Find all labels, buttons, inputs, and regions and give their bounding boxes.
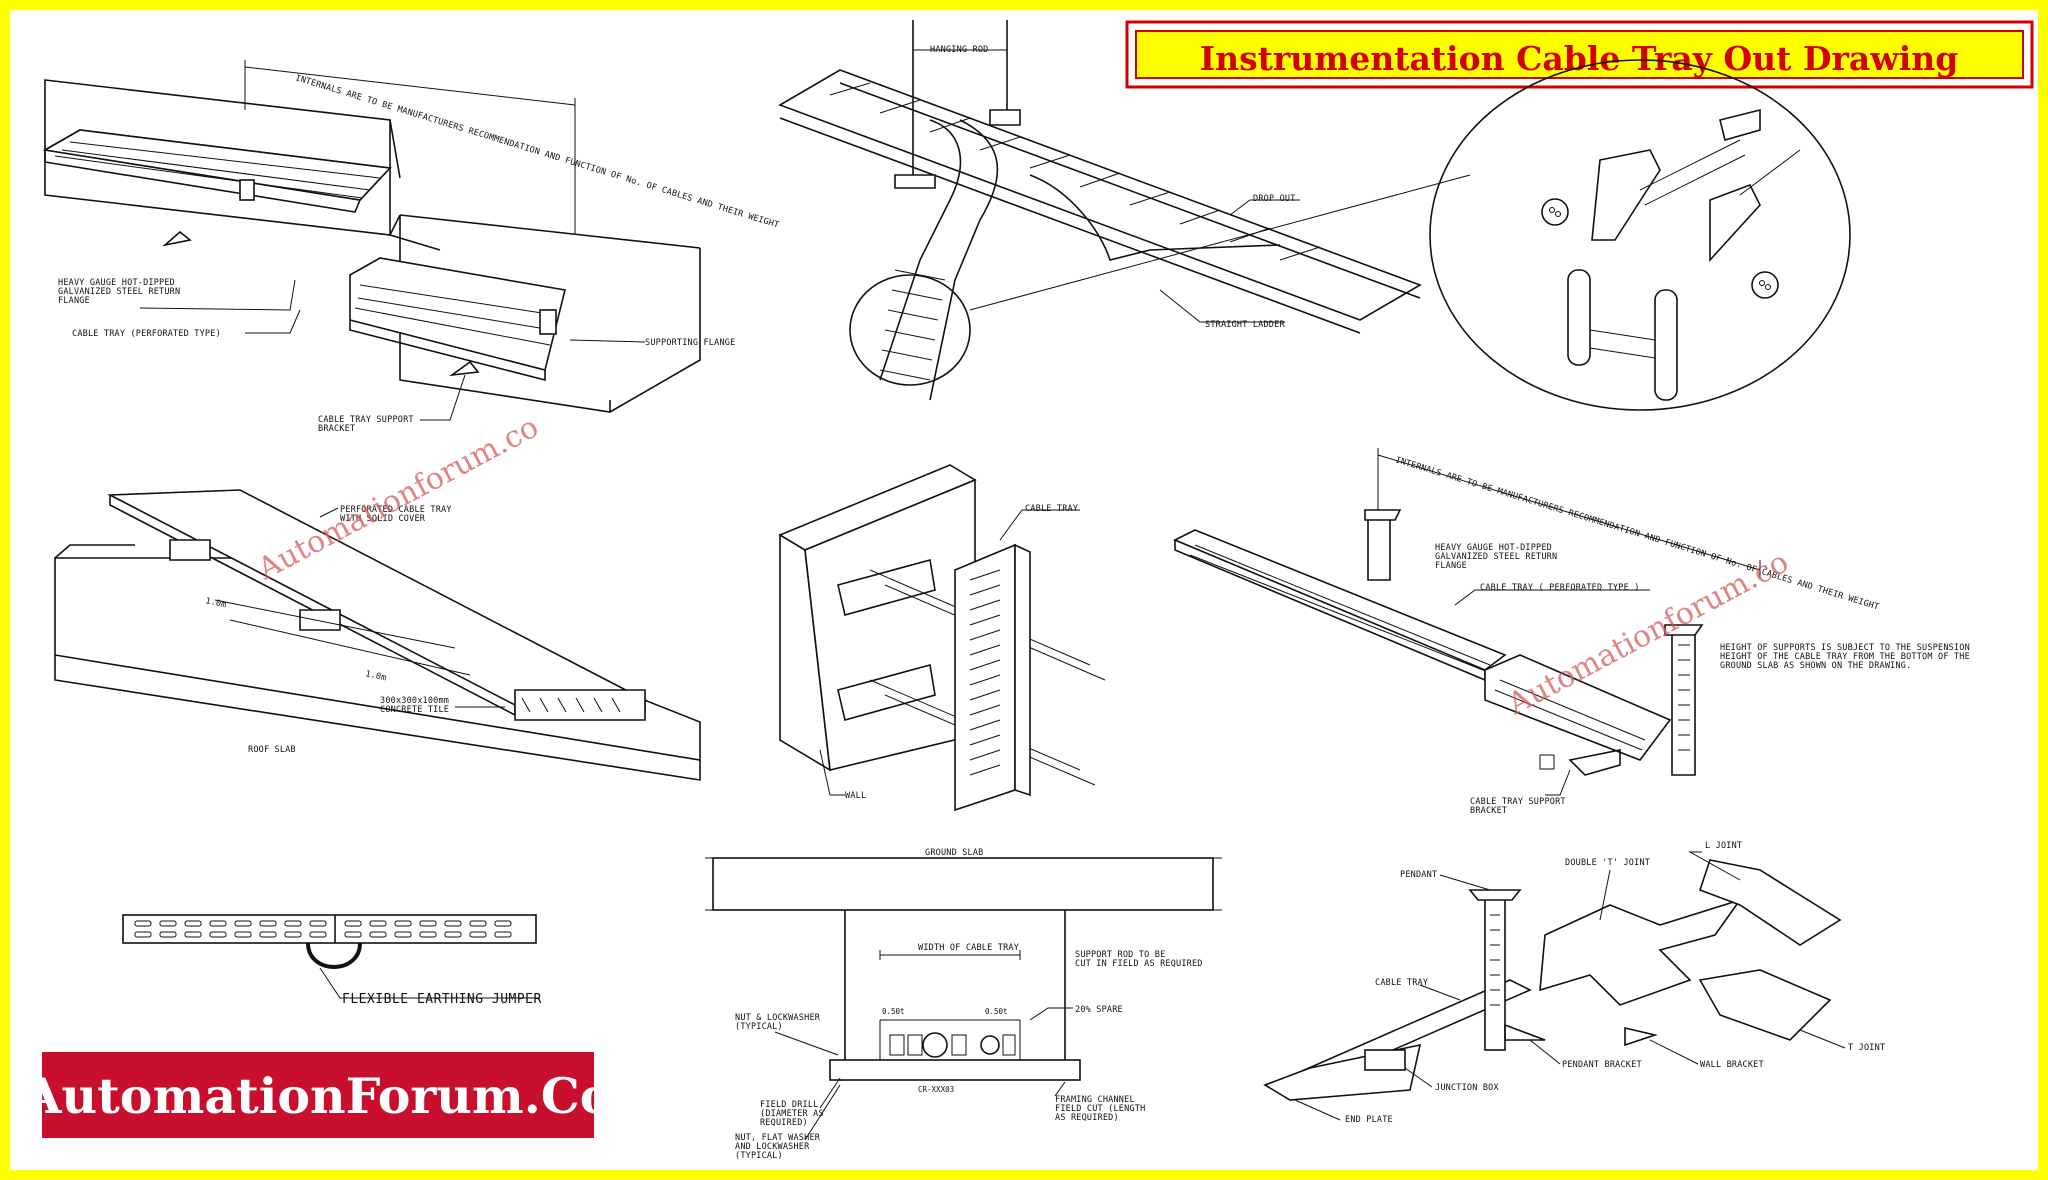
panel7-jumper-label: FLEXIBLE EARTHING JUMPER: [342, 992, 542, 1007]
panel9-pendant-bracket: PENDANT BRACKET: [1562, 1060, 1642, 1070]
watermark-right: Automationforum.co: [1501, 545, 1794, 723]
panel8-rod-l2: CUT IN FIELD AS REQUIRED: [1075, 959, 1203, 969]
panel1-flange-l3: FLANGE: [58, 296, 90, 306]
panel2-straight-ladder: STRAIGHT LADDER: [1205, 320, 1285, 330]
panel6-flange-l1: HEAVY GAUGE HOT-DIPPED: [1435, 543, 1552, 553]
panel-ladder-drop-out: HANGING ROD DROP OUT STRAIGHT LADDER: [778, 20, 1471, 401]
panel4-tile-l2: CONCRETE TILE: [380, 705, 449, 715]
panel8-nut2-l3: (TYPICAL): [735, 1151, 783, 1161]
panel8-channel-l2: FIELD CUT (LENGTH: [1055, 1104, 1145, 1114]
panel9-junction-box: JUNCTION BOX: [1435, 1083, 1499, 1093]
panel4-cover-l1: PERFORATED CABLE TRAY: [340, 505, 452, 515]
jumper-strap: [306, 942, 362, 969]
panel4-dim2: 1.0m: [364, 669, 387, 683]
panel8-width: WIDTH OF CABLE TRAY: [918, 943, 1019, 953]
panel-tray-fittings: PENDANT DOUBLE 'T' JOINT L JOINT CABLE T…: [1263, 841, 1885, 1125]
panel6-height-l3: GROUND SLAB AS SHOWN ON THE DRAWING.: [1720, 661, 1911, 671]
panel8-dim-l: 0.50t: [882, 1007, 905, 1016]
panel6-tray-label: CABLE TRAY ( PERFORATED TYPE ): [1480, 583, 1640, 593]
panel9-wall-bracket: WALL BRACKET: [1700, 1060, 1764, 1070]
panel1-tray-label: CABLE TRAY (PERFORATED TYPE): [72, 329, 221, 339]
panel8-nut2-l2: AND LOCKWASHER: [735, 1142, 810, 1152]
title-box: Instrumentation Cable Tray Out Drawing: [1125, 20, 2034, 89]
panel-section: WIDTH OF CABLE TRAY GROUND SLAB SUPPORT …: [705, 848, 1222, 1161]
panel8-drill-l3: REQUIRED): [760, 1118, 808, 1128]
jumper-slots: [134, 920, 512, 938]
panel4-cover-l2: WITH SOLID COVER: [340, 514, 426, 524]
panel8-nut-l2: (TYPICAL): [735, 1022, 783, 1032]
panel8-channel-l1: FRAMING CHANNEL: [1055, 1095, 1135, 1105]
panel6-flange-l2: GALVANIZED STEEL RETURN: [1435, 552, 1557, 562]
logo: AutomationForum.Co: [23, 1052, 613, 1138]
panel-wall-mounted-tray: INTERNALS ARE TO BE MANUFACTURERS RECOMM…: [42, 60, 780, 434]
panel9-t-joint: T JOINT: [1848, 1043, 1885, 1053]
panel-earthing-jumper: FLEXIBLE EARTHING JUMPER: [122, 914, 542, 1007]
tray-holes-1: [54, 141, 381, 199]
panel9-pendant: PENDANT: [1400, 870, 1437, 880]
panel8-slab: GROUND SLAB: [925, 848, 984, 858]
panel4-roof-slab: ROOF SLAB: [248, 745, 296, 755]
panel9-double-t: DOUBLE 'T' JOINT: [1565, 858, 1650, 868]
panel-suspended-tray: INTERNALS ARE TO BE MANUFACTURERS RECOMM…: [1173, 448, 1970, 816]
panel8-nut-l1: NUT & LOCKWASHER: [735, 1013, 821, 1023]
panel1-flange-l1: HEAVY GAUGE HOT-DIPPED: [58, 278, 175, 288]
panel5-wall: WALL: [845, 791, 866, 801]
panel1-supporting-flange: SUPPORTING FLANGE: [645, 338, 735, 348]
watermark-left: Automationforum.co: [251, 410, 544, 588]
panel9-end-plate: END PLATE: [1345, 1115, 1393, 1125]
panel-joint-detail: [1429, 59, 1851, 411]
panel8-drill-l2: (DIAMETER AS: [760, 1109, 824, 1119]
panel4-dim1: 1.0m: [204, 596, 227, 610]
panel2-drop-out: DROP OUT: [1253, 194, 1296, 204]
panel-roof-slab-tray: PERFORATED CABLE TRAY WITH SOLID COVER 1…: [54, 410, 701, 781]
panel2-hanging-rod: HANGING ROD: [930, 45, 989, 55]
panel8-section: CR-XXX03: [918, 1085, 954, 1094]
panel8-rod-l1: SUPPORT ROD TO BE: [1075, 950, 1165, 960]
panel8-nut2-l1: NUT, FLAT WASHER: [735, 1133, 821, 1143]
panel9-l-joint: L JOINT: [1705, 841, 1742, 851]
panel4-tile-l1: 300x300x100mm: [380, 696, 449, 706]
panel1-note: INTERNALS ARE TO BE MANUFACTURERS RECOMM…: [294, 73, 780, 230]
logo-text: AutomationForum.Co: [23, 1067, 613, 1125]
panel1-bracket-l1: CABLE TRAY SUPPORT: [318, 415, 414, 425]
panel9-cable-tray: CABLE TRAY: [1375, 978, 1428, 988]
panel6-bracket-l1: CABLE TRAY SUPPORT: [1470, 797, 1566, 807]
panel8-spare: 20% SPARE: [1075, 1005, 1123, 1015]
panel1-flange-l2: GALVANIZED STEEL RETURN: [58, 287, 180, 297]
panel6-height-l1: HEIGHT OF SUPPORTS IS SUBJECT TO THE SUS…: [1720, 643, 1970, 653]
bracket-slots: [969, 569, 1001, 776]
panel8-dim-r: 0.50t: [985, 1007, 1008, 1016]
panel-wall-bracket: CABLE TRAY WALL: [778, 464, 1106, 812]
panel8-drill-l1: FIELD DRILL: [760, 1100, 819, 1110]
panel8-channel-l3: AS REQUIRED): [1055, 1113, 1119, 1123]
panel6-height-l2: HEIGHT OF THE CABLE TRAY FROM THE BOTTOM…: [1720, 652, 1970, 662]
page-title: Instrumentation Cable Tray Out Drawing: [1200, 39, 1959, 78]
panel1-bracket-l2: BRACKET: [318, 424, 355, 434]
panel6-flange-l3: FLANGE: [1435, 561, 1467, 571]
panel6-bracket-l2: BRACKET: [1470, 806, 1507, 816]
panel5-cable-tray: CABLE TRAY: [1025, 504, 1078, 514]
